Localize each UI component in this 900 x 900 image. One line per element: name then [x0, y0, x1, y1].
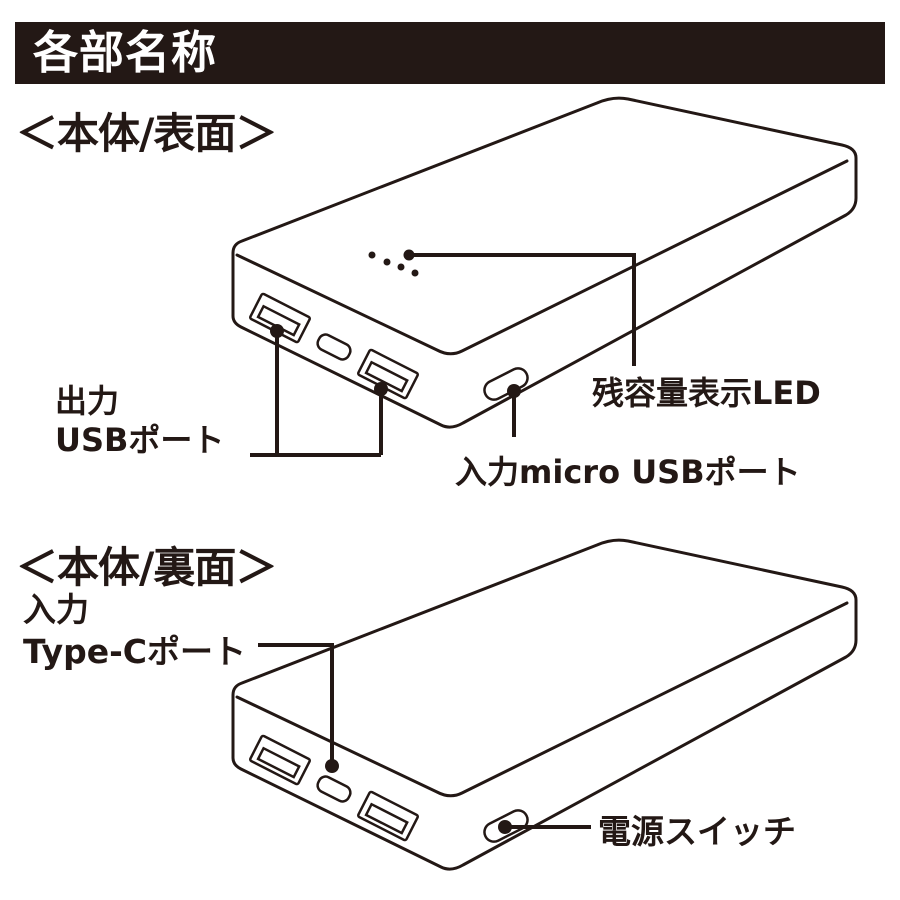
callout-anchor-led [403, 249, 415, 261]
callout-anchor-power-switch [498, 820, 512, 834]
label-power-switch: 電源スイッチ [598, 812, 796, 851]
callout-anchor-micro-usb [507, 384, 521, 398]
callout-anchor-usb2 [374, 382, 388, 396]
led-dot [383, 258, 391, 266]
label-output-usb-port: 出力 USBポート [55, 382, 224, 460]
callout-power-switch [498, 820, 591, 834]
callout-anchor-type-c [325, 759, 339, 773]
label-input-type-c-line2: Type-Cポート [23, 632, 247, 671]
led-dot [397, 263, 405, 271]
led-dot [368, 251, 376, 259]
callout-anchor-usb1 [270, 324, 284, 338]
label-battery-level-led: 残容量表示LED [592, 374, 821, 412]
label-input-micro-usb-port: 入力micro USBポート [455, 453, 801, 491]
battery-led-dots [368, 251, 419, 277]
label-input-type-c-port: 入力 Type-Cポート [23, 589, 246, 673]
callout-type-c [258, 643, 339, 773]
label-output-usb-line2: USBポート [55, 421, 225, 459]
callout-battery-led [403, 249, 636, 366]
title-banner: 各部名称 [15, 22, 885, 84]
callout-micro-usb [507, 384, 521, 437]
front-section-heading: ＜本体/表面＞ [16, 109, 277, 158]
label-input-type-c-line1: 入力 [23, 590, 89, 629]
led-dot [411, 269, 419, 277]
label-output-usb-line1: 出力 [55, 382, 120, 420]
callout-output-usb [250, 324, 388, 457]
back-section-heading: ＜本体/裏面＞ [16, 543, 277, 592]
page-title: 各部名称 [33, 26, 218, 79]
